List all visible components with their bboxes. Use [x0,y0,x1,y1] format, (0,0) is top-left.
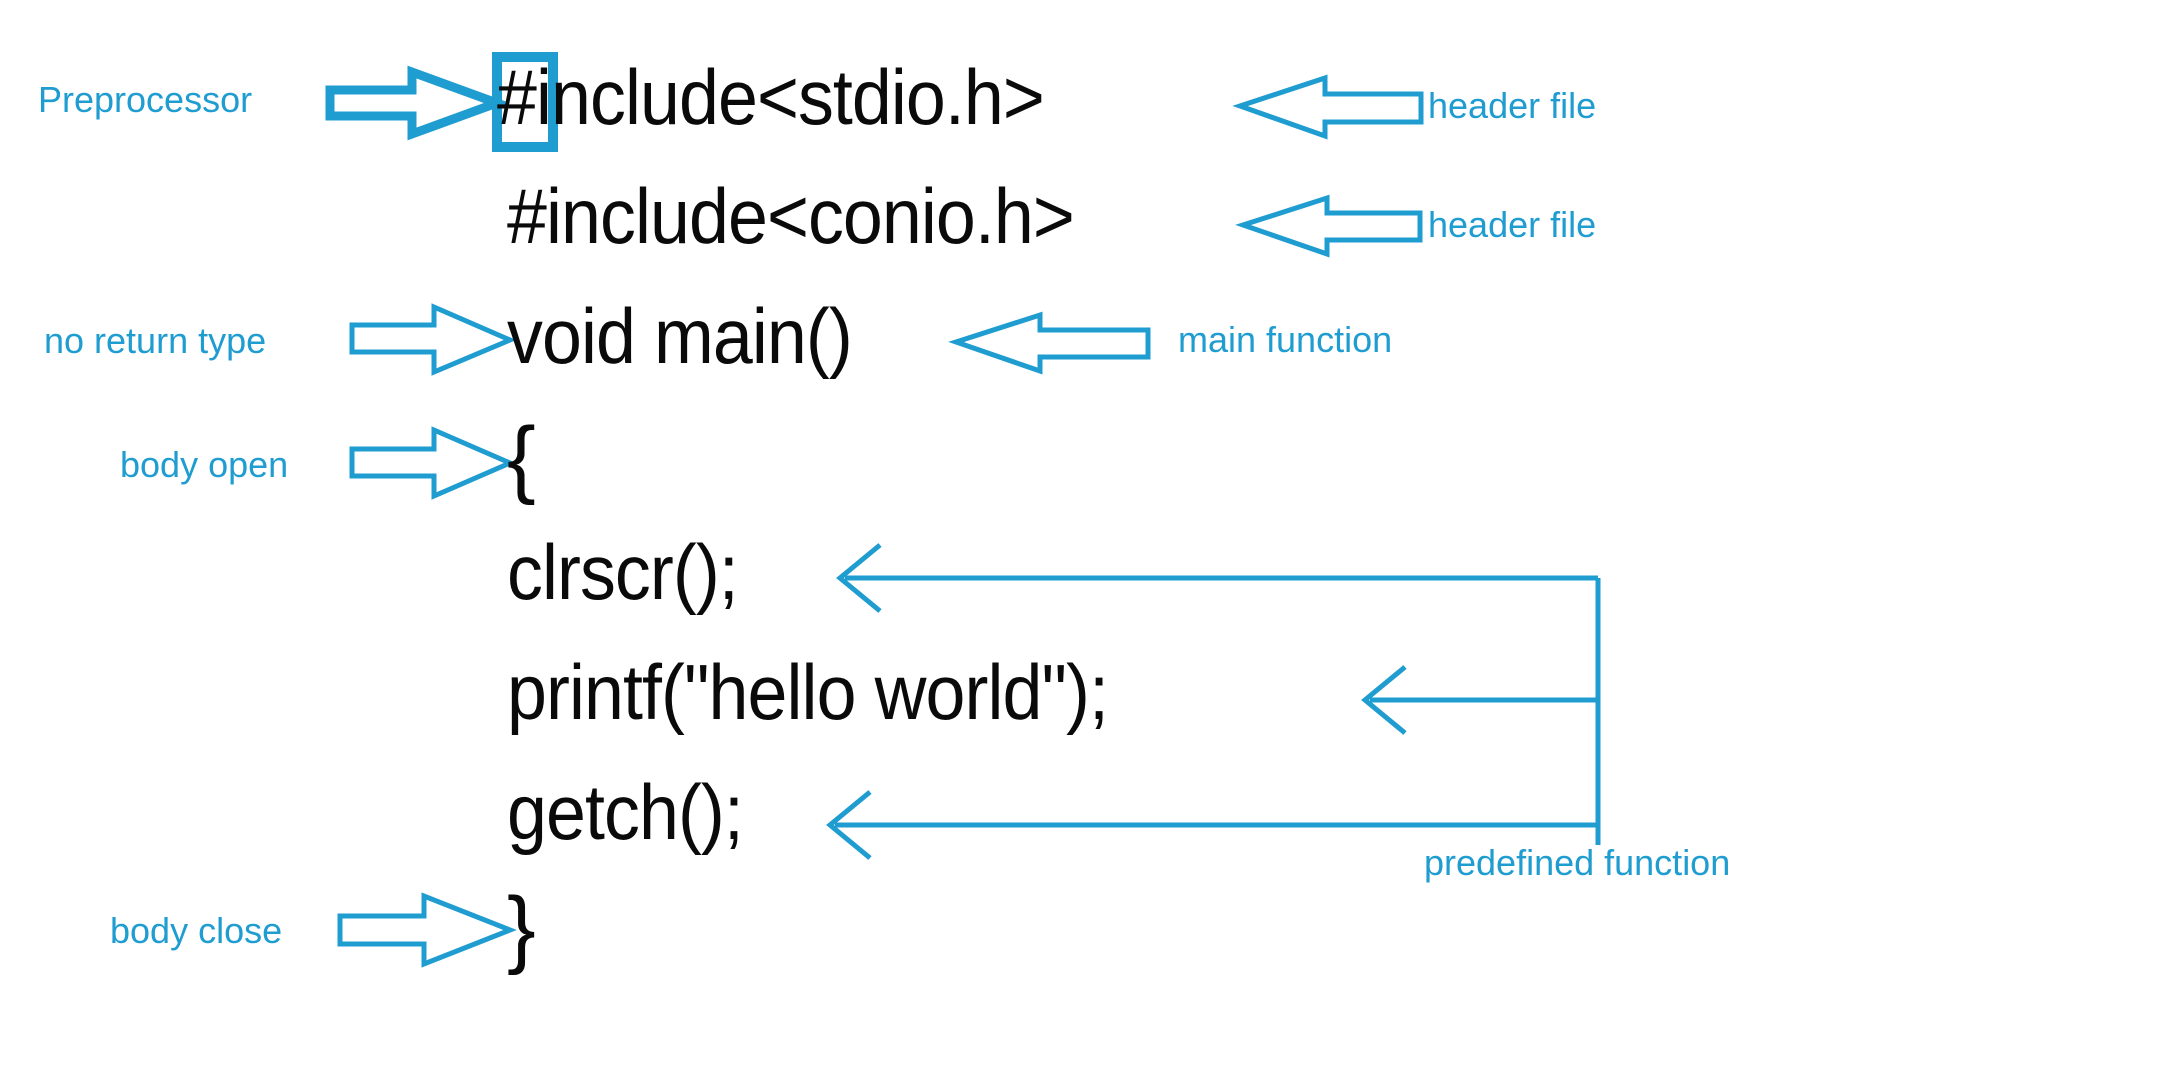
label-header-file-2: header file [1428,204,1597,245]
code-line-clrscr: clrscr(); [507,528,739,616]
code-line-void-main: void main() [507,292,853,380]
label-no-return-type: no return type [44,320,267,361]
block-arrow-right-icon-preprocessor [325,65,511,141]
code-line-include-conio: #include<conio.h> [507,172,1075,260]
label-body-close: body close [110,910,283,951]
code-line-brace-close: } [507,880,536,976]
label-predefined-function: predefined function [1424,842,1731,883]
block-arrow-right-icon-body-open [349,426,517,500]
label-preprocessor: Preprocessor [38,79,253,120]
label-header-file-1: header file [1428,85,1597,126]
label-body-open: body open [120,444,289,485]
block-arrow-left-icon-header-2 [1235,194,1423,258]
code-line-brace-open: { [507,410,536,506]
block-arrow-left-icon-header-1 [1232,74,1424,140]
code-line-getch: getch(); [507,768,744,856]
code-line-printf: printf("hello world"); [507,648,1109,736]
block-arrow-left-icon-main-function [948,311,1151,375]
code-line-include-stdio: #include<stdio.h> [497,53,1045,141]
block-arrow-right-icon-body-close [337,892,517,968]
block-arrow-right-icon-no-return-type [349,303,517,376]
label-main-function: main function [1178,319,1393,360]
